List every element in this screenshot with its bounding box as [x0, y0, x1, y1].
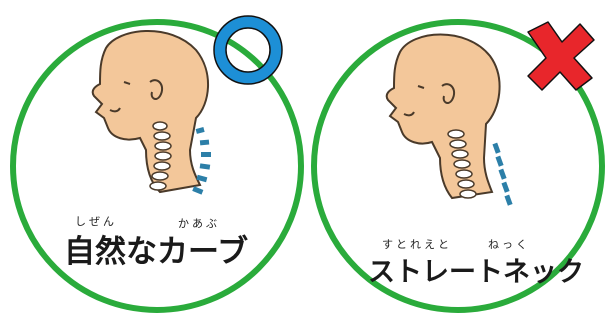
right-label: ストレートネック [368, 250, 584, 289]
left-label: 自然なカーブ [64, 226, 248, 271]
